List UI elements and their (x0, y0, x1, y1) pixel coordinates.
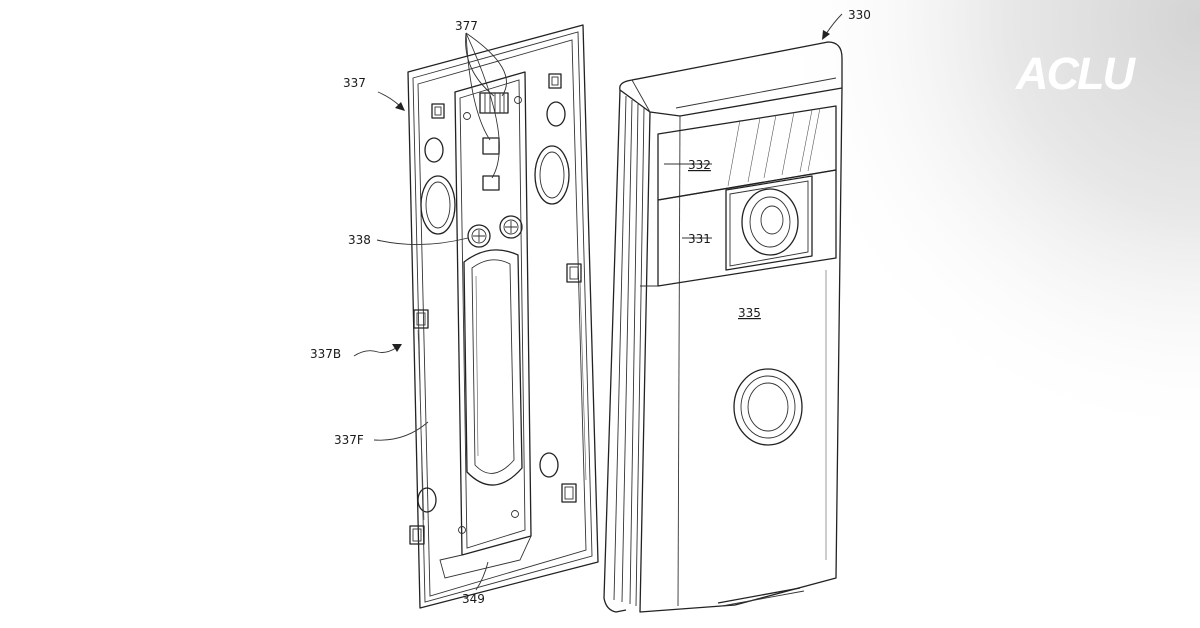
clip-br (561, 483, 577, 503)
clip-mr (566, 263, 582, 283)
lens-section (640, 169, 837, 287)
label-lens-section: 331 (688, 232, 711, 246)
clip-ml (413, 309, 429, 329)
label-doorbell-device: 330 (848, 8, 871, 22)
label-plate-back: 337B (310, 347, 341, 361)
label-screws: 338 (348, 233, 371, 247)
label-front-cover: 335 (738, 306, 761, 320)
label-mounting-plate: 337 (343, 76, 366, 90)
mounting-plate (407, 24, 599, 609)
clip-tr (548, 73, 562, 89)
leader-lines (353, 13, 843, 591)
clip-tl (431, 103, 445, 119)
top-band (657, 105, 837, 201)
label-bottom-tab: 349 (462, 592, 485, 606)
clip-bl (409, 525, 425, 545)
label-plate-front: 337F (334, 433, 364, 447)
aclu-logo: ACLU (1016, 48, 1135, 99)
screw-left (467, 224, 491, 248)
label-top-band: 332 (688, 158, 711, 172)
screw-right (499, 215, 523, 239)
label-contacts: 377 (455, 19, 478, 33)
doorbell-device (603, 41, 843, 613)
front-cover (717, 270, 827, 607)
